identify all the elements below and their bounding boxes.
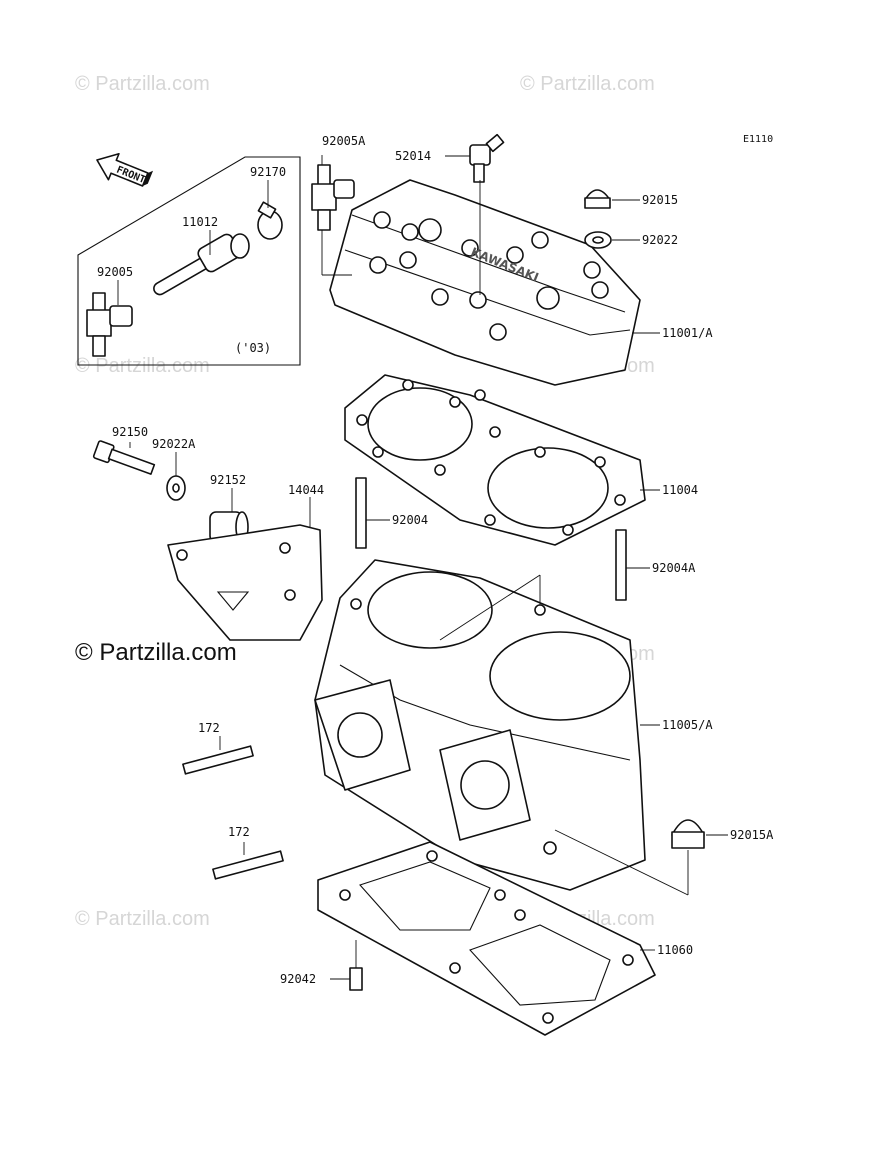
cap-nut-92015 <box>584 189 611 209</box>
callout-92042: 92042 <box>280 972 316 986</box>
callout-92004A: 92004A <box>652 561 696 575</box>
callout-92005A: 92005A <box>322 134 366 148</box>
bracket-14044 <box>167 524 323 641</box>
pipe-11012 <box>153 233 250 296</box>
callout-52014: 52014 <box>395 149 431 163</box>
callout-172-upper: 172 <box>198 721 220 735</box>
gasket-holes <box>356 379 626 536</box>
base-gasket-11060 <box>317 841 656 1036</box>
watermark: © Partzilla.com <box>75 355 210 377</box>
callout-92022A: 92022A <box>152 437 196 451</box>
stud-92004 <box>355 477 367 549</box>
washer-92022A <box>166 475 186 501</box>
callout-14044: 14044 <box>288 483 324 497</box>
callout-172-lower: 172 <box>228 825 250 839</box>
callout-11012: 11012 <box>182 215 218 229</box>
callout-92004: 92004 <box>392 513 428 527</box>
elbow-52014 <box>469 133 505 183</box>
stud-172-lower <box>212 850 284 880</box>
head-gasket-11004 <box>344 374 646 546</box>
cylinder-head-11001A: KAWASAKI <box>329 179 641 386</box>
inset-note: ('03) <box>235 341 271 355</box>
callout-92005: 92005 <box>97 265 133 279</box>
callout-11005A: 11005/A <box>662 718 713 732</box>
callout-11001A: 11001/A <box>662 326 713 340</box>
cap-nut-92015A <box>671 819 705 849</box>
stud-92004A <box>615 529 627 601</box>
stud-172-upper <box>182 745 254 775</box>
bolt-92150 <box>92 440 156 475</box>
callout-92170: 92170 <box>250 165 286 179</box>
watermark-main: © Partzilla.com <box>75 639 237 666</box>
fitting-92005A <box>311 164 355 231</box>
callout-11004: 11004 <box>662 483 698 497</box>
callout-92015: 92015 <box>642 193 678 207</box>
callout-labels: 92005A 52014 92170 11012 92005 92015 920… <box>97 134 774 986</box>
front-arrow: FRONT <box>96 152 154 187</box>
dowel-92042 <box>349 967 363 991</box>
watermark: © Partzilla.com <box>75 73 210 95</box>
watermark: © Partzilla.com <box>75 908 210 930</box>
callout-92150: 92150 <box>112 425 148 439</box>
leader-lines <box>117 155 728 980</box>
cylinder-block-11005A <box>314 559 646 891</box>
callout-11060: 11060 <box>657 943 693 957</box>
callout-92015A: 92015A <box>730 828 774 842</box>
callout-92152: 92152 <box>210 473 246 487</box>
head-bolt-holes <box>369 211 609 341</box>
watermark: © Partzilla.com <box>520 73 655 95</box>
diagram-ref: E1110 <box>743 134 773 145</box>
callout-92022: 92022 <box>642 233 678 247</box>
fitting-92005 <box>86 292 133 357</box>
inset-box: ('03) <box>77 156 301 366</box>
washer-92022 <box>584 231 612 249</box>
